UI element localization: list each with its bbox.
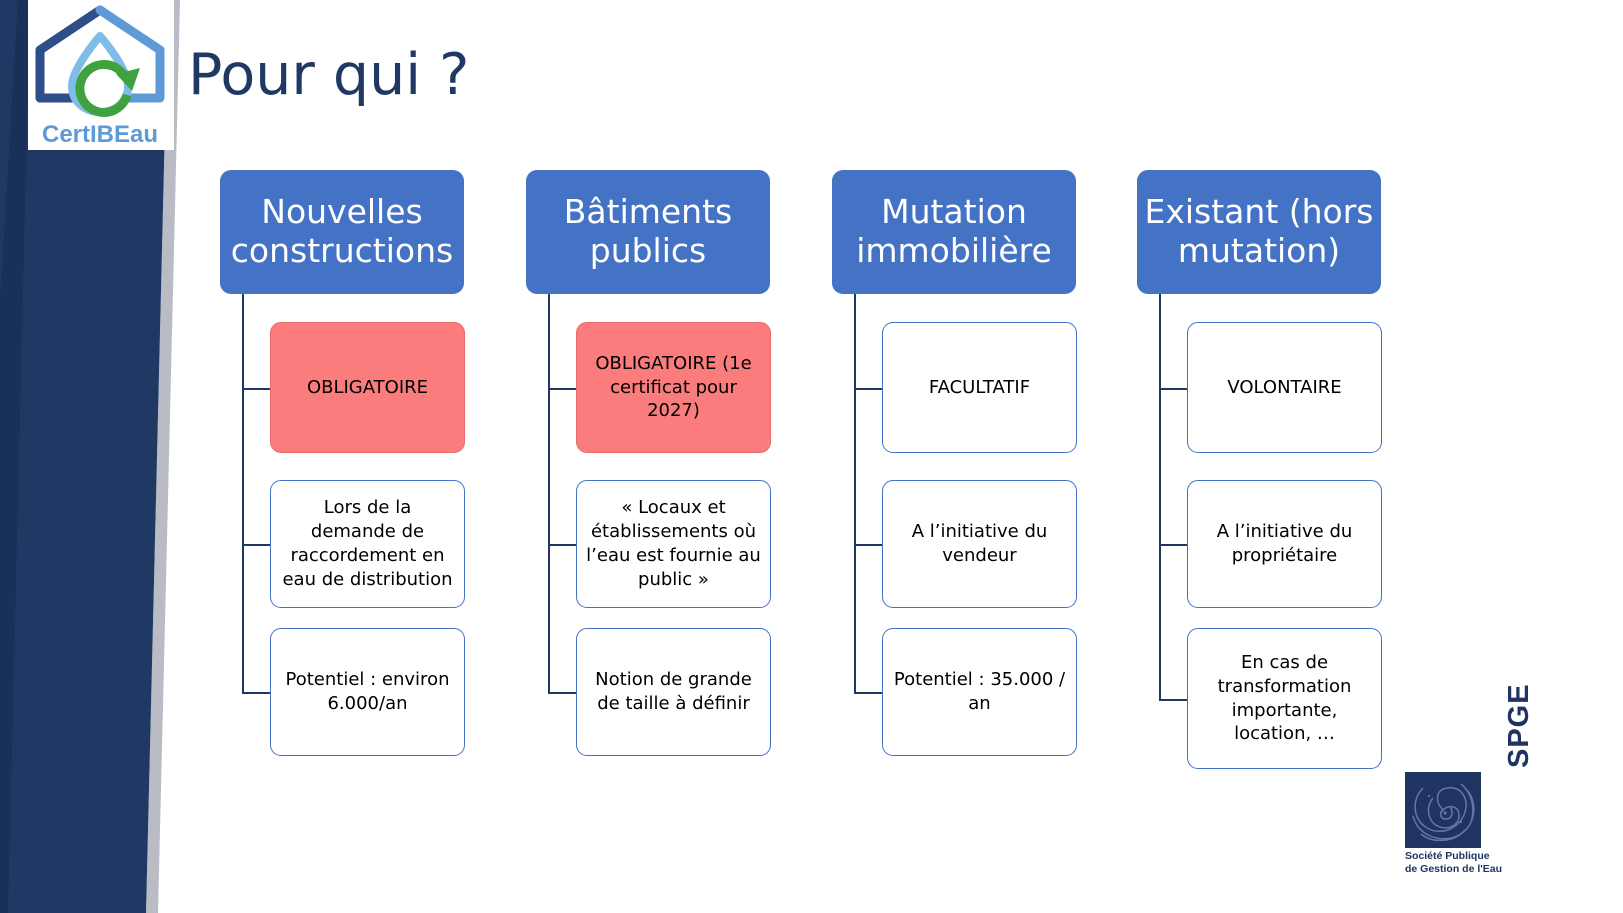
tree-node-2-1[interactable]: OBLIGATOIRE (1e certificat pour 2027) bbox=[576, 322, 771, 453]
connector-stub-3-3 bbox=[854, 692, 882, 694]
connector-stub-2-1 bbox=[548, 387, 576, 390]
connector-trunk-4 bbox=[1159, 294, 1161, 699]
spge-logo: SPGE Société Publique de Gestion de l'Ea… bbox=[1405, 683, 1575, 877]
spge-tagline-line1: Société Publique bbox=[1405, 850, 1490, 862]
connector-stub-1-1 bbox=[242, 387, 270, 390]
tree-node-1-2[interactable]: Lors de la demande de raccordement en ea… bbox=[270, 480, 465, 608]
spge-swirl-icon bbox=[1405, 772, 1481, 848]
spge-tagline: Société Publique de Gestion de l'Eau bbox=[1405, 850, 1565, 877]
connector-stub-3-2 bbox=[854, 544, 882, 546]
connector-stub-4-3 bbox=[1159, 698, 1187, 701]
spge-tagline-line2: de Gestion de l'Eau bbox=[1405, 863, 1503, 876]
tree-header-2[interactable]: Bâtiments publics bbox=[526, 170, 770, 294]
connector-stub-2-3 bbox=[548, 692, 576, 694]
connector-stub-4-1 bbox=[1159, 387, 1187, 390]
connector-trunk-3 bbox=[854, 294, 856, 692]
tree-node-3-2[interactable]: A l’initiative du vendeur bbox=[882, 480, 1077, 608]
connector-trunk-1 bbox=[242, 294, 244, 692]
tree-node-1-1[interactable]: OBLIGATOIRE bbox=[270, 322, 465, 453]
tree-node-4-3[interactable]: En cas de transformation importante, loc… bbox=[1187, 628, 1382, 769]
tree-header-4[interactable]: Existant (hors mutation) bbox=[1137, 170, 1381, 294]
connector-stub-2-2 bbox=[548, 544, 576, 546]
page-title: Pour qui ? bbox=[188, 42, 470, 108]
tree-node-2-2[interactable]: « Locaux et établissements où l’eau est … bbox=[576, 480, 771, 608]
tree-node-4-1[interactable]: VOLONTAIRE bbox=[1187, 322, 1382, 453]
connector-stub-3-1 bbox=[854, 387, 882, 390]
connector-stub-1-3 bbox=[242, 692, 270, 694]
tree-node-4-2[interactable]: A l’initiative du propriétaire bbox=[1187, 480, 1382, 608]
connector-stub-1-2 bbox=[242, 544, 270, 546]
tree-node-3-1[interactable]: FACULTATIF bbox=[882, 322, 1077, 453]
tree-header-1[interactable]: Nouvelles constructions bbox=[220, 170, 464, 294]
tree-node-2-3[interactable]: Notion de grande de taille à définir bbox=[576, 628, 771, 756]
connector-stub-4-2 bbox=[1159, 544, 1187, 546]
certibeau-logo: CertIBEau bbox=[28, 2, 173, 150]
spge-acronym: SPGE bbox=[1502, 683, 1535, 768]
tree-node-3-3[interactable]: Potentiel : 35.000 / an bbox=[882, 628, 1077, 756]
tree-node-1-3[interactable]: Potentiel : environ 6.000/an bbox=[270, 628, 465, 756]
tree-header-3[interactable]: Mutation immobilière bbox=[832, 170, 1076, 294]
certibeau-wordmark: CertIBEau bbox=[42, 121, 158, 148]
connector-trunk-2 bbox=[548, 294, 550, 692]
